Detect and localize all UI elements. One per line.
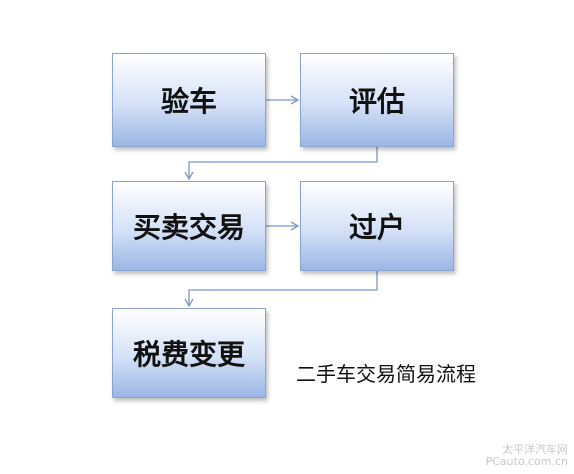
arrow-transfer-to-tax (184, 271, 378, 308)
step-inspect-box: 验车 (112, 53, 266, 147)
diagram-caption: 二手车交易简易流程 (296, 362, 476, 386)
step-tax-change-label: 税费变更 (132, 338, 245, 371)
step-tax-change-box: 税费变更 (112, 308, 266, 398)
watermark-line2: PCauto.com.cn (485, 455, 568, 468)
watermark: 太平洋汽车网 PCauto.com.cn (486, 444, 568, 468)
watermark-line1: 太平洋汽车网 (502, 443, 568, 456)
step-trade-box: 买卖交易 (112, 181, 266, 271)
arrow-appraise-to-trade (184, 147, 378, 181)
step-transfer-label: 过户 (348, 211, 405, 244)
step-trade-label: 买卖交易 (132, 211, 245, 244)
step-transfer-box: 过户 (300, 181, 454, 271)
step-inspect-label: 验车 (160, 85, 217, 118)
step-appraise-label: 评估 (348, 85, 405, 118)
step-appraise-box: 评估 (300, 53, 454, 147)
